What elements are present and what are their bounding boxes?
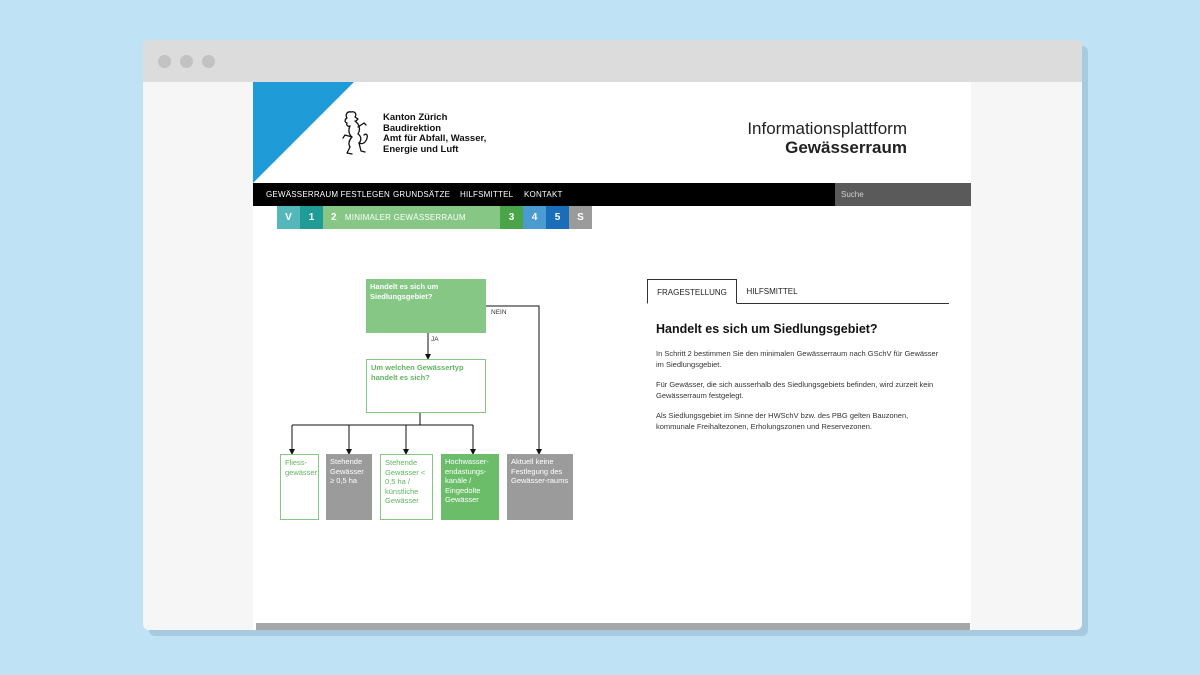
step-v[interactable]: V bbox=[277, 206, 300, 229]
step-1[interactable]: 1 bbox=[300, 206, 323, 229]
flow-leaf-stehende-gross[interactable]: Stehende Gewässer ≥ 0,5 ha bbox=[326, 454, 372, 520]
window-control-dot[interactable] bbox=[202, 55, 215, 68]
flow-question-siedlungsgebiet[interactable]: Handelt es sich um Siedlungsgebiet? bbox=[366, 279, 486, 333]
nav-item-grundsaetze[interactable]: GRUNDSÄTZE bbox=[393, 190, 451, 199]
step-3[interactable]: 3 bbox=[500, 206, 523, 229]
nav-item-kontakt[interactable]: KONTAKT bbox=[524, 190, 563, 199]
platform-title[interactable]: Informationsplattform Gewässerraum bbox=[747, 119, 907, 157]
step-label: 2 bbox=[331, 212, 337, 223]
site-header: Kanton Zürich Baudirektion Amt für Abfal… bbox=[253, 82, 971, 183]
nav-item-gewaesserraum-festlegen[interactable]: GEWÄSSERRAUM FESTLEGEN bbox=[266, 190, 390, 199]
step-label: 5 bbox=[554, 212, 561, 223]
arrow-no bbox=[486, 305, 542, 455]
flow-leaf-stehende-klein[interactable]: Stehende Gewässer < 0,5 ha / künstliche … bbox=[380, 454, 433, 520]
org-line: Energie und Luft bbox=[383, 143, 459, 155]
step-label: 4 bbox=[531, 212, 538, 223]
flow-leaf-hochwasser[interactable]: Hochwasser-endastungs-kanäle / Eingedolt… bbox=[441, 454, 499, 520]
tab-hilfsmittel[interactable]: HILFSMITTEL bbox=[746, 287, 798, 296]
step-5[interactable]: 5 bbox=[546, 206, 569, 229]
org-line: Baudirektion bbox=[383, 122, 442, 134]
organization-name: Kanton Zürich Baudirektion Amt für Abfal… bbox=[383, 112, 487, 155]
org-line: Kanton Zürich bbox=[383, 112, 448, 123]
content-paragraph: In Schritt 2 bestimmen Sie den minimalen… bbox=[656, 349, 939, 369]
step-label: V bbox=[285, 212, 292, 223]
flow-label-yes: JA bbox=[431, 336, 439, 343]
step-title: MINIMALER GEWÄSSERRAUM bbox=[344, 213, 466, 222]
step-2-active[interactable]: 2 MINIMALER GEWÄSSERRAUM bbox=[323, 206, 500, 229]
content-panel: Handelt es sich um Siedlungsgebiet? In S… bbox=[656, 322, 946, 442]
search-input[interactable] bbox=[835, 183, 971, 206]
window-control-dot[interactable] bbox=[180, 55, 193, 68]
zurich-lion-logo[interactable] bbox=[339, 109, 369, 159]
platform-title-line1: Informationsplattform bbox=[747, 119, 907, 138]
step-label: 1 bbox=[308, 212, 315, 223]
flow-label-no: NEIN bbox=[491, 309, 507, 316]
step-4[interactable]: 4 bbox=[523, 206, 546, 229]
step-s[interactable]: S bbox=[569, 206, 592, 229]
web-page: Kanton Zürich Baudirektion Amt für Abfal… bbox=[253, 82, 971, 630]
flow-question-gewaessertyp[interactable]: Um welchen Gewässertyp handelt es sich? bbox=[366, 359, 486, 413]
browser-titlebar bbox=[143, 40, 1082, 82]
step-label: 3 bbox=[508, 212, 515, 223]
content-paragraph: Für Gewässer, die sich ausserhalb des Si… bbox=[656, 380, 934, 400]
main-navigation: GEWÄSSERRAUM FESTLEGEN GRUNDSÄTZE HILFSM… bbox=[253, 183, 971, 206]
platform-title-line2: Gewässerraum bbox=[785, 138, 907, 157]
window-control-dot[interactable] bbox=[158, 55, 171, 68]
flow-leaf-keine-festlegung[interactable]: Aktuell keine Festlegung des Gewässer-ra… bbox=[507, 454, 573, 520]
tab-fragestellung[interactable]: FRAGESTELLUNG bbox=[647, 279, 737, 304]
browser-window: Kanton Zürich Baudirektion Amt für Abfal… bbox=[143, 40, 1082, 630]
content-paragraph: Als Siedlungsgebiet im Sinne der HWSchV … bbox=[656, 411, 909, 431]
footer-bar bbox=[256, 623, 970, 630]
nav-item-hilfsmittel[interactable]: HILFSMITTEL bbox=[460, 190, 514, 199]
brand-triangle bbox=[253, 82, 354, 183]
org-line: Amt für Abfall, Wasser, bbox=[383, 133, 487, 144]
flow-leaf-fliessgewaesser[interactable]: Fliess-gewässer bbox=[280, 454, 319, 520]
step-label: S bbox=[577, 212, 584, 223]
content-heading: Handelt es sich um Siedlungsgebiet? bbox=[656, 322, 878, 336]
content-tabs: FRAGESTELLUNG HILFSMITTEL bbox=[647, 279, 949, 304]
